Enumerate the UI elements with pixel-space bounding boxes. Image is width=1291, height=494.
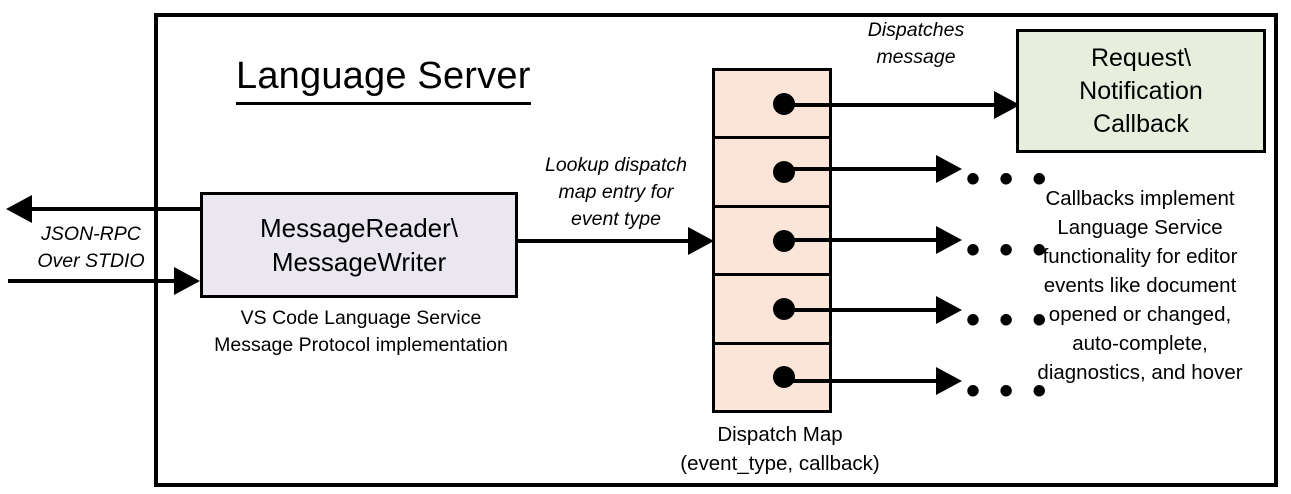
message-reader-writer-label: MessageReader\ MessageWriter	[260, 213, 458, 277]
callback-description-caption: Callbacks implement Language Service fun…	[1037, 187, 1243, 384]
table-row[interactable]	[715, 345, 829, 410]
dispatch-row-1-line	[778, 103, 1000, 107]
dispatch-row-5-arrowhead	[936, 367, 962, 395]
inbound-jsonrpc-arrowhead	[174, 267, 200, 295]
dispatch-row-2-line	[778, 167, 942, 171]
dispatch-row-1-arrowhead	[994, 91, 1020, 119]
table-row[interactable]	[715, 139, 829, 208]
dispatch-map-caption: Dispatch Map (event_type, callback)	[680, 423, 880, 475]
page-title: Language Server	[236, 52, 531, 105]
message-reader-writer-caption: VS Code Language Service Message Protoco…	[214, 307, 508, 356]
dispatch-row-3-arrowhead	[936, 226, 962, 254]
inbound-jsonrpc-line	[8, 279, 176, 283]
dispatch-row-2-arrowhead	[936, 155, 962, 183]
outbound-jsonrpc-line	[30, 207, 202, 211]
language-server-frame	[154, 13, 1278, 487]
lookup-dispatch-line	[518, 239, 692, 243]
dispatch-map-table[interactable]	[712, 68, 832, 413]
dispatch-row-4-arrowhead	[936, 296, 962, 324]
request-notification-callback-box[interactable]: Request\ Notification Callback	[1016, 29, 1266, 153]
message-reader-writer-box[interactable]: MessageReader\ MessageWriter	[200, 192, 518, 298]
dispatch-row-5-line	[778, 379, 942, 383]
callback-pointer-dot	[773, 366, 795, 389]
dispatch-row-4-line	[778, 308, 942, 312]
lookup-dispatch-arrowhead	[688, 227, 714, 255]
outbound-jsonrpc-arrowhead	[6, 195, 32, 223]
request-notification-callback-label: Request\ Notification Callback	[1079, 43, 1203, 138]
jsonrpc-transport-label: JSON-RPC Over STDIO	[37, 223, 145, 272]
callback-pointer-dot	[773, 161, 795, 184]
table-row[interactable]	[715, 208, 829, 277]
lookup-dispatch-label: Lookup dispatch map entry for event type	[544, 154, 688, 230]
dispatch-row-3-line	[778, 238, 942, 242]
dispatches-message-label: Dispatches message	[867, 19, 965, 68]
